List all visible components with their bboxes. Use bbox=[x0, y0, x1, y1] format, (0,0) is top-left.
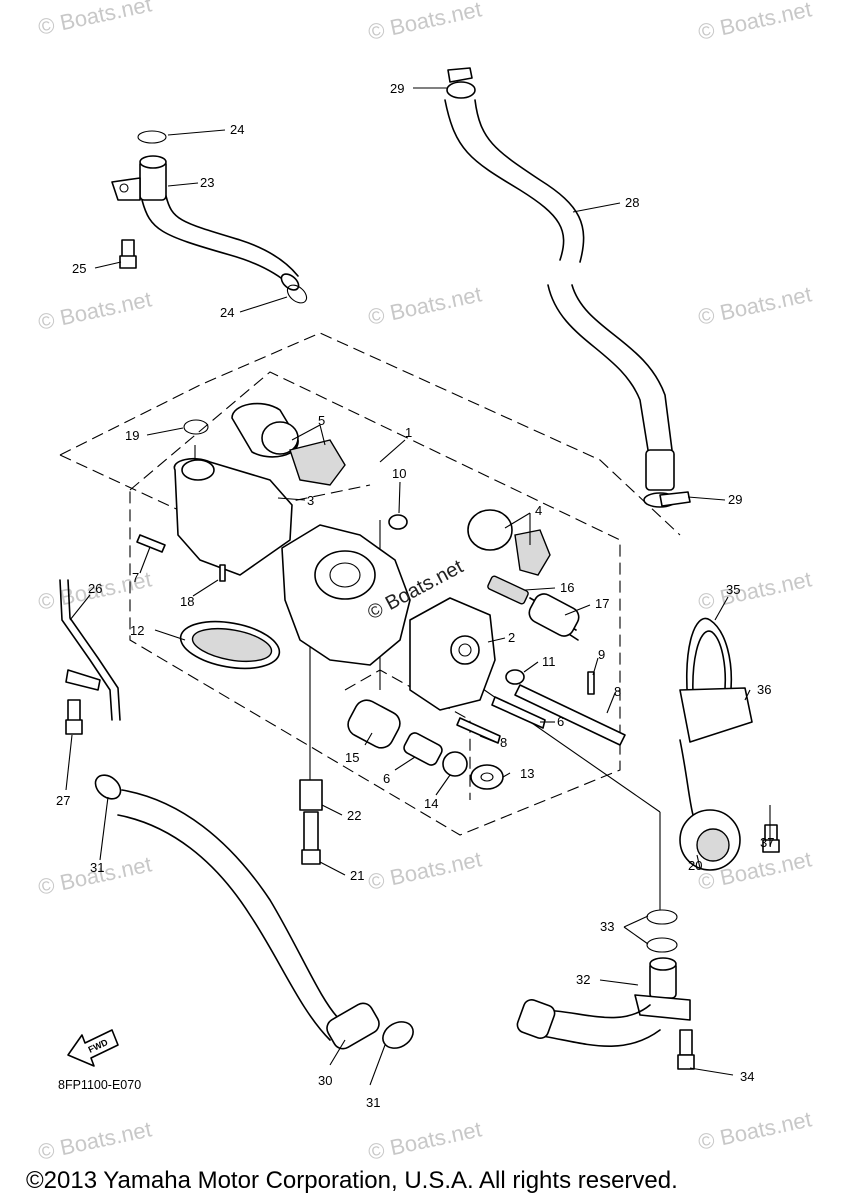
callout-6: 6 bbox=[383, 771, 390, 786]
callout-1: 1 bbox=[405, 425, 412, 440]
callout-27: 27 bbox=[56, 793, 70, 808]
callout-24: 24 bbox=[220, 305, 234, 320]
watermark: © Boats.net bbox=[36, 0, 154, 40]
watermark: © Boats.net bbox=[366, 0, 484, 45]
o-ring-33-top bbox=[646, 909, 678, 925]
oil-pump-body bbox=[136, 402, 626, 865]
callout-3: 3 bbox=[307, 493, 314, 508]
o-ring-19 bbox=[183, 419, 209, 435]
callout-10: 9 bbox=[598, 647, 605, 662]
callout-34: 34 bbox=[740, 1069, 754, 1084]
callout-14: 14 bbox=[424, 796, 438, 811]
callout-32: 32 bbox=[576, 972, 590, 987]
callout-23: 23 bbox=[200, 175, 214, 190]
pipe-32-assembly bbox=[516, 909, 695, 1070]
watermark: © Boats.net bbox=[696, 281, 814, 329]
callout-13: 13 bbox=[520, 766, 534, 781]
watermark: © Boats.net bbox=[696, 566, 814, 614]
hose-30-assembly bbox=[94, 774, 414, 1050]
callout-17: 17 bbox=[595, 596, 609, 611]
callouts: 29 24 23 25 24 28 29 19 5 1 10 3 4 16 17… bbox=[56, 81, 774, 1110]
callout-33: 33 bbox=[600, 919, 614, 934]
o-ring-33-bottom bbox=[646, 937, 678, 953]
o-ring-24-top bbox=[137, 130, 167, 144]
callout-9: 8 bbox=[614, 684, 621, 699]
callout-30: 30 bbox=[318, 1073, 332, 1088]
fwd-arrow: FWD bbox=[67, 1029, 119, 1067]
callout-26: 26 bbox=[88, 581, 102, 596]
callout-11: 11 bbox=[542, 654, 556, 669]
callout-35: 35 bbox=[726, 582, 740, 597]
callout-18: 18 bbox=[180, 594, 194, 609]
callout-22: 22 bbox=[347, 808, 361, 823]
callout-15: 15 bbox=[345, 750, 359, 765]
diagram-code: 8FP1100-E070 bbox=[58, 1078, 141, 1092]
callout-4: 4 bbox=[535, 503, 542, 518]
callout-2: 2 bbox=[508, 630, 515, 645]
watermark: © Boats.net bbox=[36, 286, 154, 334]
watermark: © Boats.net bbox=[36, 851, 154, 899]
watermark: © Boats.net bbox=[696, 1106, 814, 1154]
callout-29: 29 bbox=[390, 81, 404, 96]
watermark: © Boats.net bbox=[366, 281, 484, 329]
chain-sprocket-assembly bbox=[679, 617, 780, 871]
callout-20: 20 bbox=[688, 858, 702, 873]
pipe-23-assembly bbox=[111, 130, 308, 304]
watermark: © Boats.net bbox=[696, 0, 814, 45]
callout-5: 5 bbox=[318, 413, 325, 428]
callout-24: 24 bbox=[230, 122, 244, 137]
hose-28-assembly bbox=[444, 67, 691, 508]
callout-11: 10 bbox=[392, 466, 406, 481]
watermark: © Boats.net bbox=[366, 846, 484, 894]
callout-8: 7 bbox=[132, 570, 139, 585]
callout-8: 8 bbox=[500, 735, 507, 750]
callout-28: 28 bbox=[625, 195, 639, 210]
callout-19: 19 bbox=[125, 428, 139, 443]
callout-12: 12 bbox=[130, 623, 144, 638]
watermark: © Boats.net bbox=[36, 1116, 154, 1164]
callout-31: 31 bbox=[366, 1095, 380, 1110]
callout-29: 29 bbox=[728, 492, 742, 507]
callout-37: 37 bbox=[760, 835, 774, 850]
callout-25: 25 bbox=[72, 261, 86, 276]
o-ring-24-bottom bbox=[286, 284, 308, 304]
callout-21: 21 bbox=[350, 868, 364, 883]
callout-7: 6 bbox=[557, 714, 564, 729]
callout-31: 31 bbox=[90, 860, 104, 875]
watermark: © Boats.net bbox=[366, 1116, 484, 1164]
callout-16: 16 bbox=[560, 580, 574, 595]
pipe-26-assembly bbox=[59, 579, 121, 735]
callout-36: 36 bbox=[757, 682, 771, 697]
copyright-notice: ©2013 Yamaha Motor Corporation, U.S.A. A… bbox=[26, 1167, 678, 1194]
leader-lines bbox=[65, 87, 771, 1086]
